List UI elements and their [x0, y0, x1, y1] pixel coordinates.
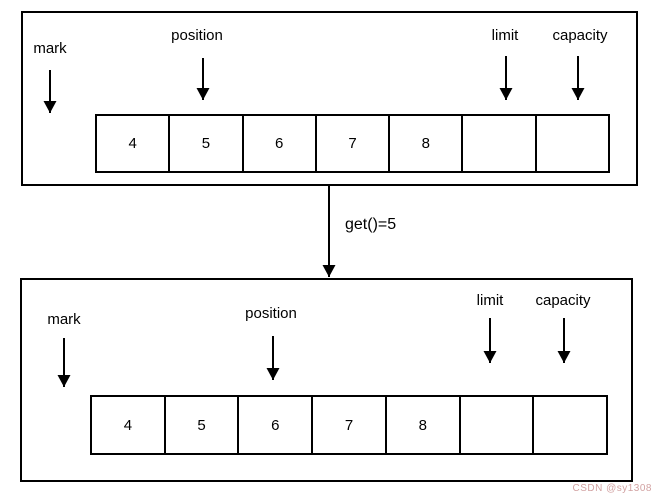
transition-label: get()=5 [345, 216, 397, 233]
array-cell: 8 [388, 116, 462, 171]
csdn-watermark: CSDN @sy1308 [572, 483, 652, 494]
mark-label-after: mark [47, 311, 81, 328]
array-cell: 7 [311, 397, 385, 453]
array-cell: 6 [237, 397, 312, 453]
array-cell: 6 [241, 116, 315, 171]
array-cell: 8 [384, 397, 459, 453]
array-cell [534, 116, 608, 171]
buffer-array-after: 4 5 6 7 8 [90, 395, 608, 455]
array-cell: 5 [168, 116, 242, 171]
array-cell [458, 397, 533, 453]
capacity-label-after: capacity [535, 292, 591, 309]
buffer-array-before: 4 5 6 7 8 [95, 114, 610, 173]
array-cell: 7 [314, 116, 389, 171]
position-label-before: position [171, 27, 223, 44]
position-label-after: position [245, 305, 297, 322]
limit-label-before: limit [491, 27, 519, 44]
array-cell: 4 [97, 116, 169, 171]
array-cell: 4 [92, 397, 164, 453]
array-cell [532, 397, 607, 453]
array-cell: 5 [163, 397, 238, 453]
array-cell [461, 116, 535, 171]
mark-label-before: mark [33, 40, 67, 57]
limit-label-after: limit [476, 292, 504, 309]
capacity-label-before: capacity [552, 27, 608, 44]
